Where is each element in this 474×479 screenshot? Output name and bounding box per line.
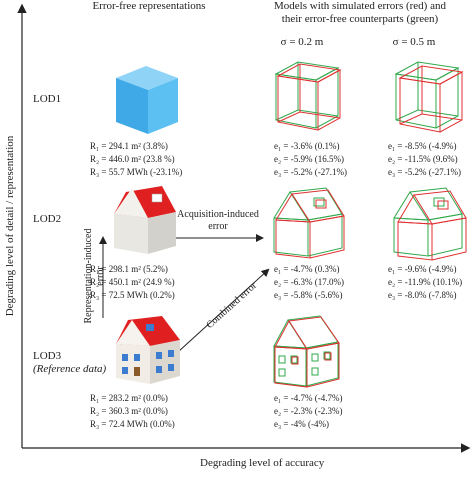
acquisition-label-line2: error [208,221,228,232]
lod2-err02-e3: e₃ = -5.8% (-5.6%) [274,290,343,300]
lod1-errors-02: e₁ = -3.6% (0.1%) e₂ = -5.9% (16.5%) e₃ … [274,140,347,179]
y-axis-label: Degrading level of detail / representati… [4,135,16,317]
lod3-stat-r3: R₃ = 72.4 MWh (0.0%) [90,419,175,429]
lod3-label: LOD3 (Reference data) [33,350,106,376]
lod3-errors-02: e₁ = -4.7% (-4.7%) e₂ = -2.3% (-2.3%) e₃… [274,392,342,431]
header-simulated-line1: Models with simulated errors (red) and [274,0,446,12]
lod2-stat-r3: R₃ = 72.5 MWh (0.2%) [90,290,175,300]
lod2-house-image [114,186,176,254]
lod1-stat-r1: R₁ = 294.1 m² (3.8%) [90,141,168,151]
lod3-stat-r1: R₁ = 283.2 m² (0.0%) [90,393,168,403]
header-error-free: Error-free representations [92,0,206,12]
lod1-stat-r2: R₂ = 446.0 m² (23.8 %) [90,154,175,164]
header-simulated-line2: their error-free counterparts (green) [281,13,439,25]
lod2-stats: R₁ = 298.1 m² (5.2%) R₂ = 450.1 m² (24.9… [90,263,175,302]
lod1-cube-image [116,66,178,134]
lod2-err02-e1: e₁ = -4.7% (0.3%) [274,264,340,274]
lod1-err02-e2: e₂ = -5.9% (16.5%) [274,154,344,164]
lod3-sublabel: (Reference data) [33,363,107,375]
lod3-wire-02 [273,315,340,388]
lod3-title: LOD3 [33,350,62,362]
lod3-house-image [116,316,180,384]
lod2-stat-r1: R₁ = 298.1 m² (5.2%) [90,264,168,274]
lod2-label: LOD2 [33,213,62,225]
lod3-err02-e2: e₂ = -2.3% (-2.3%) [274,406,343,416]
lod1-err02-e1: e₁ = -3.6% (0.1%) [274,141,340,151]
lod3-err02-e3: e₃ = -4% (-4%) [274,419,329,429]
header-simulated: Models with simulated errors (red) and t… [255,0,465,26]
lod1-err05-e1: e₁ = -8.5% (-4.9%) [388,141,457,151]
acquisition-label-line1: Acquisition-induced [177,209,259,220]
lod2-stat-r2: R₂ = 450.1 m² (24.9 %) [90,277,175,287]
lod1-errors-05: e₁ = -8.5% (-4.9%) e₂ = -11.5% (9.6%) e₃… [388,140,461,179]
acquisition-label: Acquisition-induced error [168,209,268,233]
lod2-errors-05: e₁ = -9.6% (-4.9%) e₂ = -11.9% (10.1%) e… [388,263,462,302]
lod1-label: LOD1 [33,93,62,105]
lod2-wire-05 [393,187,467,261]
lod2-errors-02: e₁ = -4.7% (0.3%) e₂ = -6.3% (17.0%) e₃ … [274,263,344,302]
lod2-err02-e2: e₂ = -6.3% (17.0%) [274,277,344,287]
lod1-stat-r3: R₃ = 55.7 MWh (-23.1%) [90,167,183,177]
combined-arrow [177,268,270,353]
lod3-stats: R₁ = 283.2 m² (0.0%) R₂ = 360.3 m² (0.0%… [90,392,175,431]
x-axis-label: Degrading level of accuracy [200,457,325,469]
sigma-05: σ = 0.5 m [392,36,436,48]
lod1-err05-e3: e₃ = -5.2% (-27.1%) [388,167,461,177]
lod1-err02-e3: e₃ = -5.2% (-27.1%) [274,167,347,177]
sigma-02: σ = 0.2 m [280,36,324,48]
lod1-wire-02 [274,61,342,131]
lod2-wire-02 [273,187,345,259]
lod2-err05-e2: e₂ = -11.9% (10.1%) [388,277,463,287]
lod3-stat-r2: R₂ = 360.3 m² (0.0%) [90,406,168,416]
lod2-err05-e1: e₁ = -9.6% (-4.9%) [388,264,457,274]
lod1-stats: R₁ = 294.1 m² (3.8%) R₂ = 446.0 m² (23.8… [90,140,182,179]
lod1-err05-e2: e₂ = -11.5% (9.6%) [388,154,458,164]
lod1-wire-05 [394,61,464,133]
lod2-err05-e3: e₃ = -8.0% (-7.8%) [388,290,457,300]
lod3-err02-e1: e₁ = -4.7% (-4.7%) [274,393,343,403]
